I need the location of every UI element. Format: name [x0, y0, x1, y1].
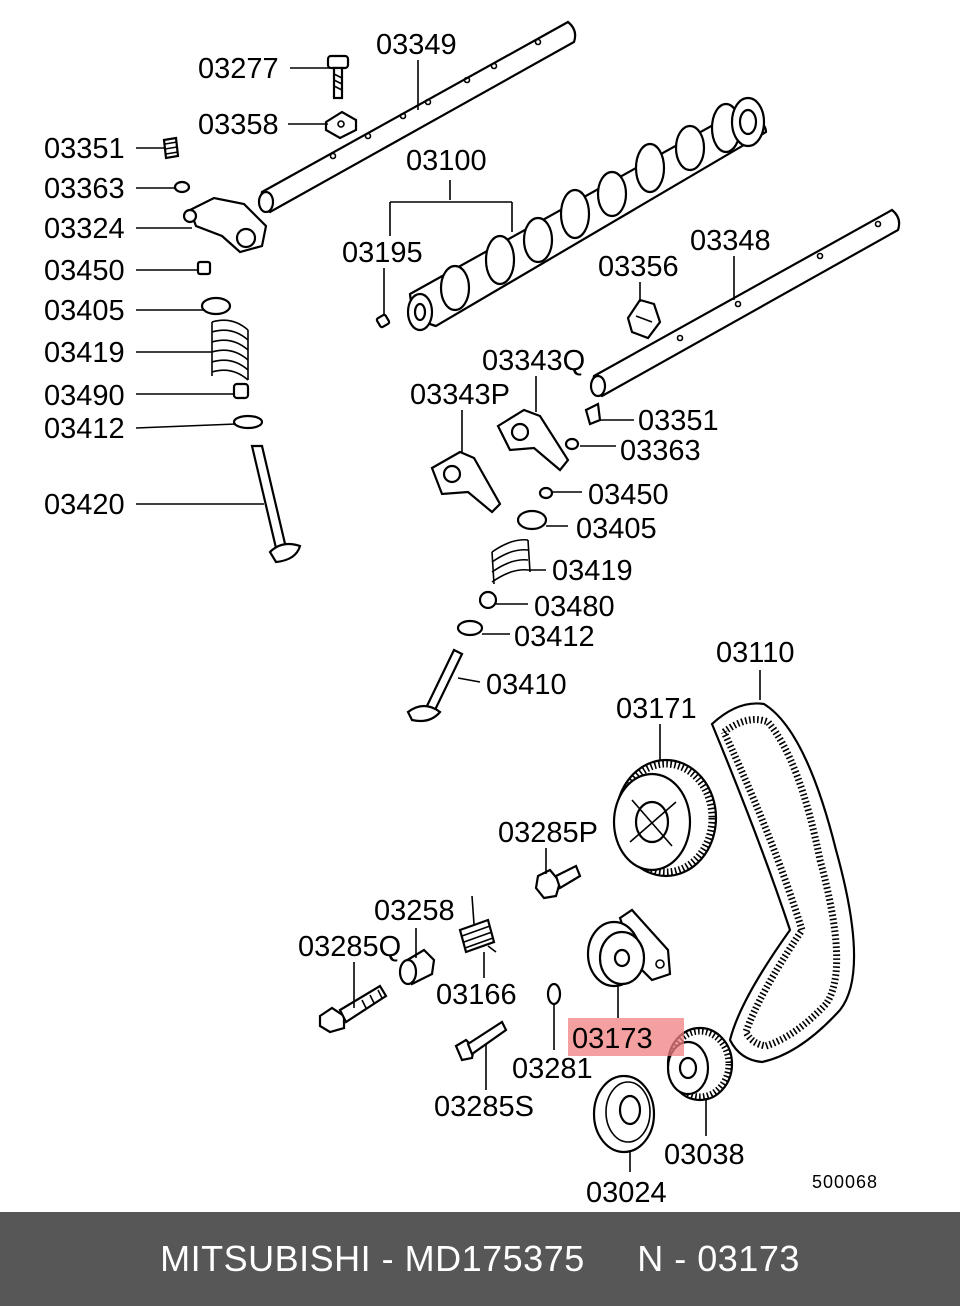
label-03285q: 03285Q — [298, 931, 401, 963]
nut-03363-right — [564, 437, 580, 451]
label-03348: 03348 — [690, 225, 771, 257]
label-03285s: 03285S — [434, 1091, 534, 1123]
label-03166: 03166 — [436, 979, 517, 1011]
part-labels: 03349 03277 03358 03351 03363 03324 0345… — [44, 29, 878, 1209]
label-03324: 03324 — [44, 213, 125, 245]
footer-part-info: MITSUBISHI - MD175375 N - 03173 — [160, 1238, 800, 1279]
label-03351-left: 03351 — [44, 133, 125, 165]
highlight-03173 — [568, 1018, 684, 1056]
bolt-03285p — [534, 864, 582, 900]
spring-03166 — [458, 895, 497, 954]
adjust-screw-03351-right — [584, 402, 602, 426]
tensioner-03173 — [586, 908, 672, 988]
washer-03281 — [546, 982, 562, 1006]
bolt-03285s — [454, 1020, 508, 1062]
nut-03363-left — [173, 180, 191, 194]
rocker-arm-03324 — [182, 196, 268, 254]
tip-03450-left — [196, 260, 212, 276]
label-03171: 03171 — [616, 693, 697, 725]
pin-03195 — [375, 313, 391, 329]
label-03356: 03356 — [598, 251, 679, 283]
label-03358: 03358 — [198, 109, 279, 141]
rocker-shaft-lower — [589, 208, 901, 398]
label-03412-right: 03412 — [514, 621, 595, 653]
timing-belt-03110 — [710, 702, 856, 1064]
tip-03450-right — [538, 486, 554, 500]
label-03277: 03277 — [198, 53, 279, 85]
diagram-reference-number: 500068 — [812, 1172, 878, 1192]
seat-03412-right — [456, 619, 484, 637]
spring-03419-right — [491, 538, 531, 585]
valve-03410 — [406, 648, 464, 723]
spring-03419-left — [211, 319, 249, 381]
label-03285p: 03285P — [498, 817, 598, 849]
seat-03412-left — [232, 414, 264, 430]
label-03343q: 03343Q — [482, 345, 585, 377]
label-03405-right: 03405 — [576, 513, 657, 545]
label-03450-right: 03450 — [588, 479, 669, 511]
label-03405-left: 03405 — [44, 295, 125, 327]
camshaft-sprocket-03171 — [612, 758, 718, 878]
label-03038: 03038 — [664, 1139, 745, 1171]
label-03419-right: 03419 — [552, 555, 633, 587]
label-03363-left: 03363 — [44, 173, 125, 205]
label-03490: 03490 — [44, 380, 125, 412]
valve-03420 — [250, 444, 302, 564]
label-03024: 03024 — [586, 1177, 667, 1209]
cap-03358 — [324, 110, 358, 140]
camshaft-03100 — [406, 96, 768, 332]
leader-lines — [135, 60, 761, 1172]
label-03450-left: 03450 — [44, 255, 125, 287]
exploded-parts-diagram: 03349 03277 03358 03351 03363 03324 0345… — [44, 20, 901, 1209]
retainer-03405-left — [200, 296, 232, 316]
bolt-03285q — [318, 984, 388, 1034]
spacer-03258 — [398, 948, 436, 986]
label-03195: 03195 — [342, 237, 423, 269]
bolt-03277 — [326, 54, 350, 100]
label-03173: 03173 — [572, 1023, 653, 1055]
seal-03490 — [232, 382, 250, 400]
label-03419-left: 03419 — [44, 337, 125, 369]
rocker-arm-03343p — [430, 450, 502, 514]
label-03110: 03110 — [716, 637, 795, 669]
label-03349: 03349 — [376, 29, 457, 61]
seal-03480 — [478, 590, 498, 610]
label-03281: 03281 — [512, 1053, 593, 1085]
rocker-shaft-upper — [257, 20, 577, 214]
label-03420: 03420 — [44, 489, 125, 521]
label-03351-right: 03351 — [638, 405, 719, 437]
label-03258: 03258 — [374, 895, 455, 927]
label-03343p: 03343P — [410, 379, 510, 411]
label-03363-right: 03363 — [620, 435, 701, 467]
flange-03024 — [592, 1074, 656, 1154]
label-03100: 03100 — [406, 145, 487, 177]
rocker-arm-03343q — [496, 408, 570, 472]
label-03480: 03480 — [534, 591, 615, 623]
label-03412-left: 03412 — [44, 413, 125, 445]
adjust-screw-03351-left — [162, 136, 180, 160]
cap-03356 — [626, 298, 662, 340]
retainer-03405-right — [516, 509, 548, 531]
label-03410: 03410 — [486, 669, 567, 701]
footer-bar: MITSUBISHI - MD175375 N - 03173 — [0, 1212, 960, 1306]
